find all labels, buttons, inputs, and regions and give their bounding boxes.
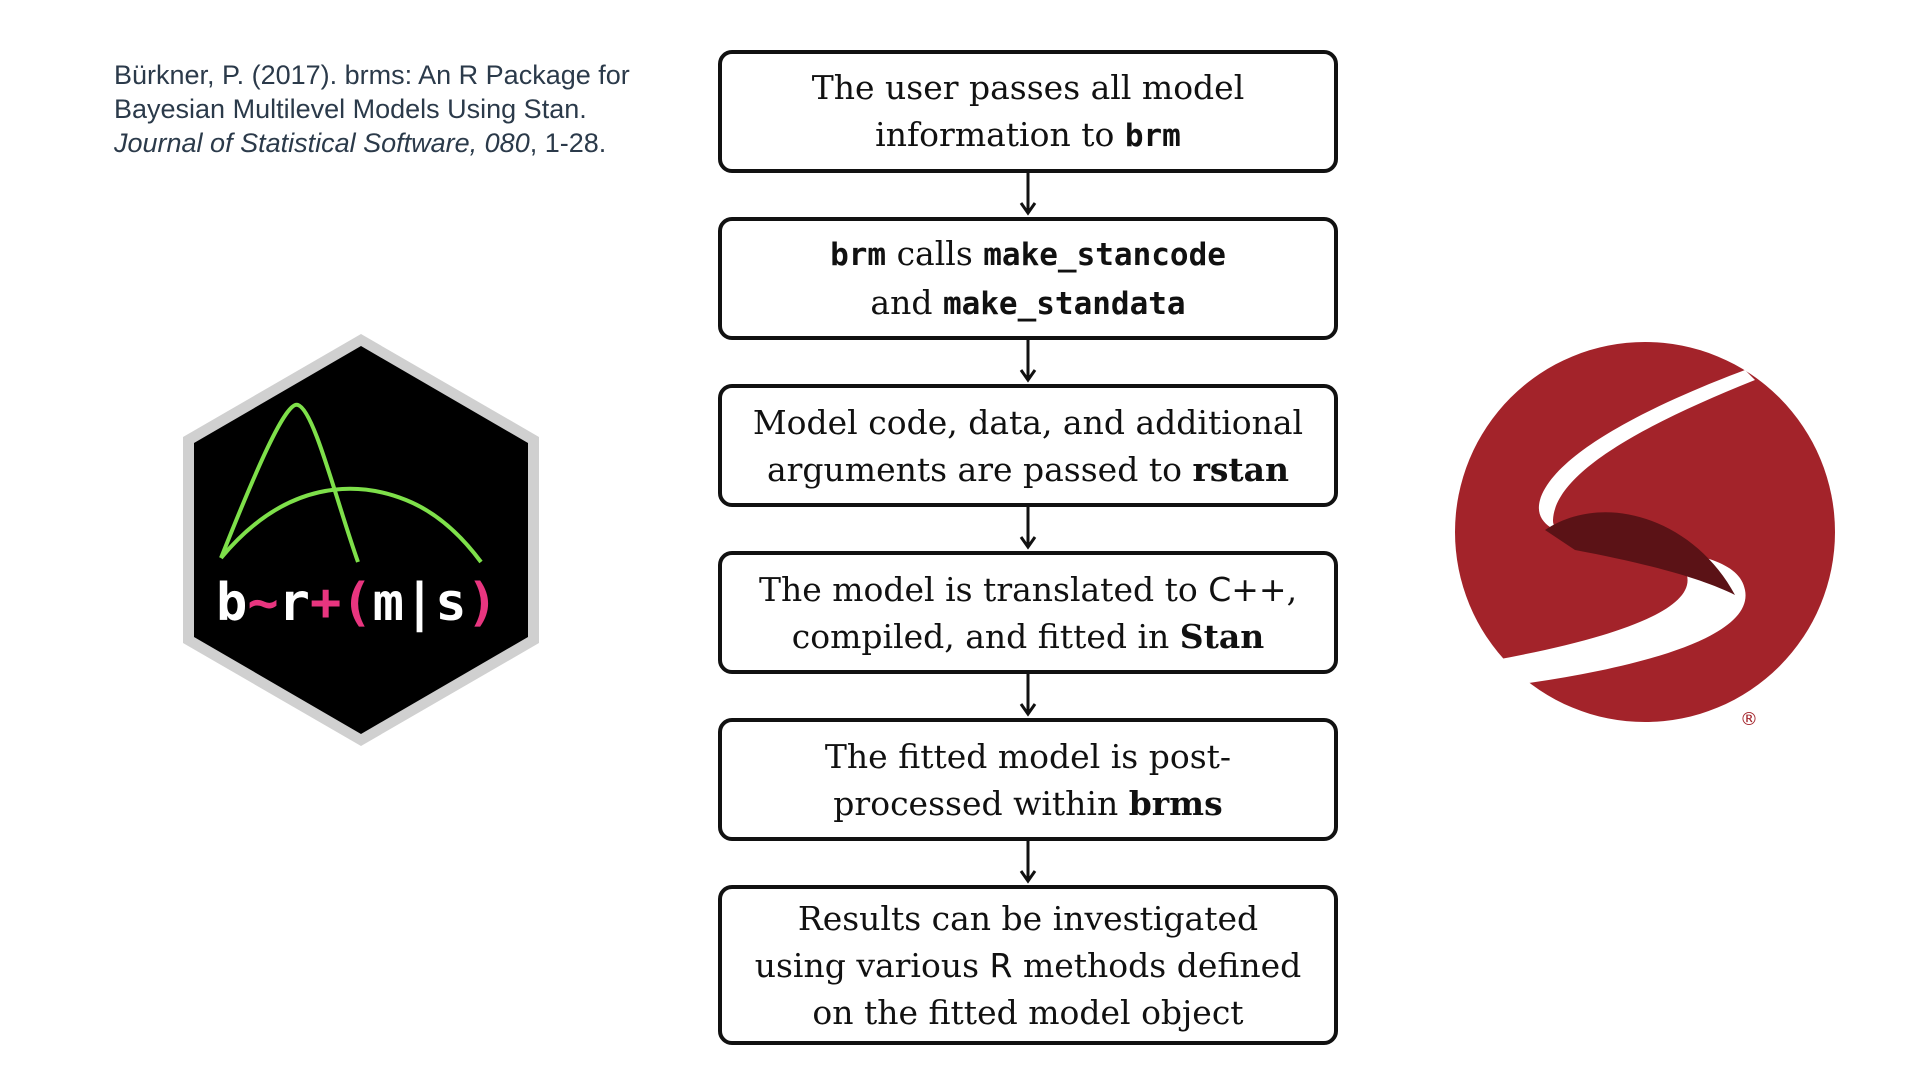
step-4-bold-stan: Stan — [1179, 616, 1265, 656]
step-6-line-2-end: methods defined — [1012, 945, 1302, 985]
step-2-box: brm calls make_stancode and make_standat… — [718, 217, 1338, 340]
step-6-r: R — [989, 945, 1013, 985]
step-2-code-stancode: make_stancode — [983, 236, 1226, 273]
step-2-text-calls: calls — [886, 233, 984, 273]
step-3-line-2: arguments are passed to — [766, 449, 1193, 489]
step-4-cpp: C++ — [1208, 569, 1287, 609]
arrow-5 — [718, 841, 1338, 885]
citation: Bürkner, P. (2017). brms: An R Package f… — [114, 58, 674, 160]
registered-mark: ® — [1740, 709, 1758, 730]
svg-text:b~r+(m|s): b~r+(m|s) — [216, 573, 498, 633]
step-6-line-2: using various — [754, 945, 990, 985]
citation-journal: Journal of Statistical Software, 080 — [114, 128, 530, 158]
logo-close-paren: ) — [467, 573, 498, 633]
step-4-comma: , — [1286, 569, 1298, 609]
logo-bar: | — [404, 573, 435, 633]
step-6-line-1: Results can be investigated — [797, 898, 1259, 938]
arrow-3 — [718, 507, 1338, 551]
step-5-line-1: The fitted model is post- — [824, 736, 1232, 776]
citation-line-2: Bayesian Multilevel Models Using Stan. — [114, 94, 587, 124]
step-4-box: The model is translated to C++, compiled… — [718, 551, 1338, 674]
logo-s: s — [435, 573, 466, 633]
step-2-text-and: and — [870, 282, 943, 322]
step-6-box: Results can be investigated using variou… — [718, 885, 1338, 1045]
step-6-line-3: on the fitted model object — [812, 992, 1244, 1032]
step-5-bold-brms: brms — [1128, 783, 1223, 823]
step-1-code-brm: brm — [1124, 117, 1181, 154]
logo-r: r — [279, 573, 310, 633]
step-3-box: Model code, data, and additional argumen… — [718, 384, 1338, 507]
citation-line-3: Journal of Statistical Software, 080, 1-… — [114, 126, 674, 160]
step-1-line-1: The user passes all model — [811, 67, 1245, 107]
logo-b: b — [216, 573, 247, 633]
stan-logo: ® — [1455, 342, 1850, 730]
arrow-4 — [718, 674, 1338, 718]
step-4-line-1: The model is translated to — [758, 569, 1209, 609]
flowchart: The user passes all model information to… — [718, 50, 1338, 1045]
logo-tilde: ~ — [247, 573, 278, 633]
citation-line-1: Bürkner, P. (2017). brms: An R Package f… — [114, 60, 630, 90]
arrow-1 — [718, 173, 1338, 217]
brms-hex-logo: b~r+(m|s) — [183, 334, 539, 746]
step-1-box: The user passes all model information to… — [718, 50, 1338, 173]
step-5-box: The fitted model is post- processed with… — [718, 718, 1338, 841]
arrow-2 — [718, 340, 1338, 384]
logo-plus: + — [310, 573, 341, 633]
step-2-code-brm: brm — [830, 236, 887, 273]
logo-m: m — [373, 573, 404, 633]
step-5-line-2: processed within — [833, 783, 1129, 823]
logo-open-paren: ( — [341, 573, 372, 633]
step-1-line-2: information to — [875, 114, 1125, 154]
step-2-code-standata: make_standata — [942, 285, 1186, 322]
step-4-line-2: compiled, and fitted in — [791, 616, 1180, 656]
step-3-line-1: Model code, data, and additional — [752, 402, 1304, 442]
step-3-bold-rstan: rstan — [1192, 449, 1290, 489]
citation-pages: , 1-28. — [529, 128, 607, 158]
